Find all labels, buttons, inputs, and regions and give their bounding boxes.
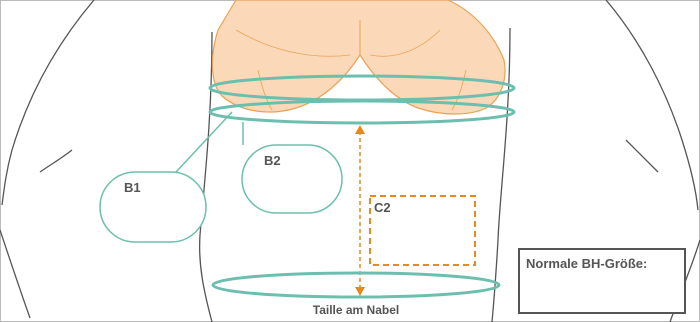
b2-label: B2 (264, 153, 281, 168)
right-elbow-crease (626, 140, 658, 172)
torso-length-arrow (355, 125, 365, 296)
b1-leader-line (176, 112, 232, 172)
right-shoulder-line (606, 0, 698, 210)
b1-label: B1 (124, 180, 141, 195)
waist-band (213, 273, 499, 297)
b2-field[interactable] (242, 145, 342, 213)
left-torso-line (200, 32, 212, 322)
c2-label: C2 (374, 200, 391, 215)
left-elbow-crease (40, 150, 72, 172)
left-shoulder-line (2, 0, 94, 205)
waist-label: Taille am Nabel (313, 303, 399, 317)
bra-size-field[interactable]: Normale BH-Größe: (518, 248, 686, 314)
bra-size-label: Normale BH-Größe: (526, 256, 647, 271)
b1-field[interactable] (100, 172, 206, 242)
left-arm-lower-line (0, 230, 30, 318)
